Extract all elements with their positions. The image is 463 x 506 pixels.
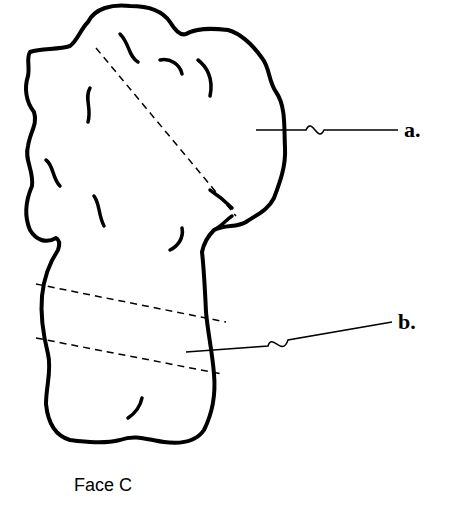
specimen-outline bbox=[26, 6, 285, 443]
callout-letter: b. bbox=[398, 311, 416, 333]
leader-lines bbox=[186, 126, 398, 352]
callout-letter: a. bbox=[404, 119, 421, 141]
cut-lines bbox=[36, 48, 236, 374]
surface-ridges bbox=[46, 34, 232, 418]
figure-caption: Face C bbox=[74, 476, 132, 494]
